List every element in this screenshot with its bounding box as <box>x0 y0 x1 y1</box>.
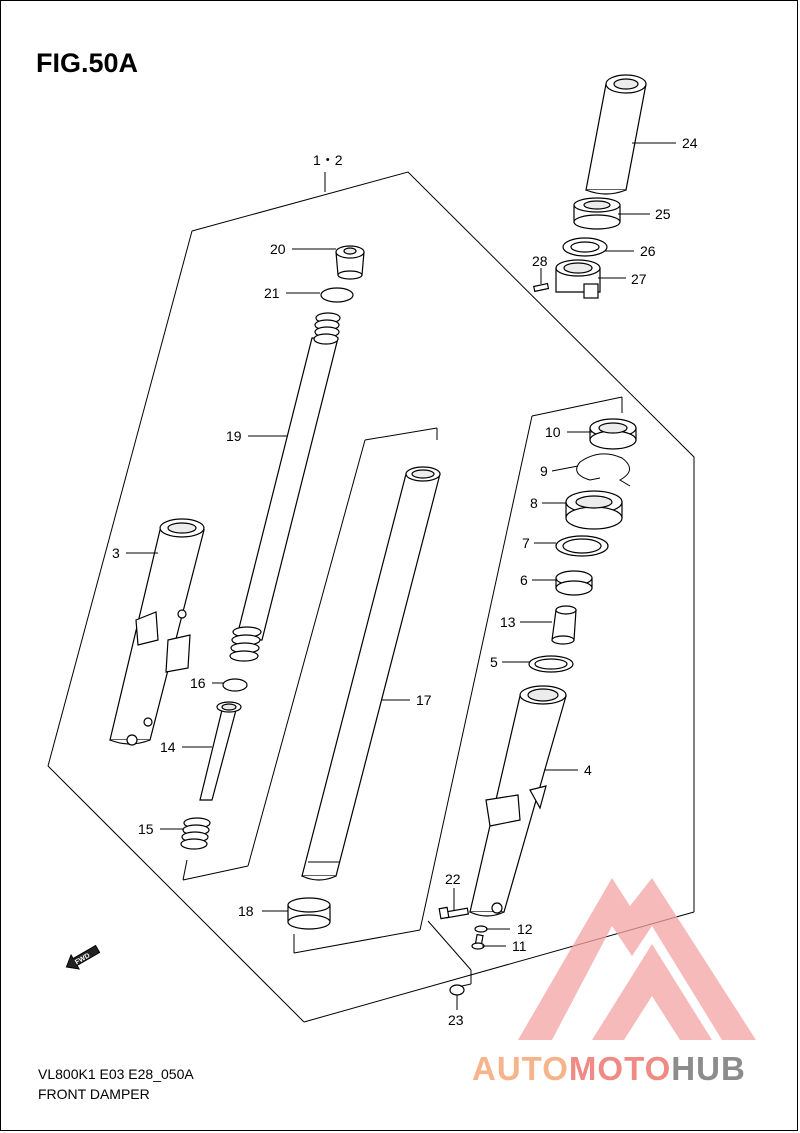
callout-5: 5 <box>490 654 498 670</box>
callout-13: 13 <box>500 614 516 630</box>
watermark-auto: AUTO <box>472 1050 569 1087</box>
part-guide-metal-6 <box>555 570 593 596</box>
callout-20: 20 <box>270 241 286 257</box>
callout-1-2: 1・2 <box>313 152 343 168</box>
part-ring-5 <box>528 655 574 673</box>
part-rod-14 <box>199 701 242 801</box>
callout-10: 10 <box>545 424 561 440</box>
part-oil-seal-8 <box>565 490 623 530</box>
part-damper-19 <box>229 312 341 662</box>
callout-23: 23 <box>448 1012 464 1028</box>
watermark-hub: HUB <box>671 1050 746 1087</box>
part-cover-holder <box>573 197 621 230</box>
part-left-slider-3 <box>109 518 205 746</box>
callout-12: 12 <box>517 921 533 937</box>
part-washer-26 <box>562 237 608 257</box>
part-o-ring-21 <box>320 287 354 303</box>
part-bolt-22 <box>438 906 470 920</box>
callout-6: 6 <box>520 572 528 588</box>
callout-19: 19 <box>226 428 242 444</box>
part-ring-16 <box>222 678 248 692</box>
callout-9: 9 <box>540 463 548 479</box>
part-inner-tube-17 <box>301 466 441 881</box>
part-dust-seal-10 <box>589 418 637 450</box>
figure-title: FIG.50A <box>36 48 139 78</box>
callout-25: 25 <box>655 206 671 222</box>
part-stopper-ring-9 <box>576 453 631 487</box>
part-clamp-27 <box>533 259 601 299</box>
callout-22: 22 <box>445 871 461 887</box>
callout-21: 21 <box>264 285 280 301</box>
watermark-text: AUTOMOTOHUB <box>472 1050 746 1088</box>
callout-labels: 1・2 24 25 26 27 28 20 21 19 3 16 14 15 1… <box>112 135 698 1028</box>
callout-7: 7 <box>522 535 530 551</box>
part-seat-13 <box>551 605 577 645</box>
part-bushing-18 <box>287 897 331 930</box>
callout-4: 4 <box>584 762 592 778</box>
spring-top <box>313 312 341 345</box>
part-cap-bolt <box>335 245 365 280</box>
inner-bracket-left <box>182 427 438 881</box>
part-right-outer-tube-4 <box>469 685 567 917</box>
watermark-moto: MOTO <box>568 1050 672 1087</box>
figure-caption: FRONT DAMPER <box>38 1086 150 1102</box>
spring-bottom <box>229 626 262 662</box>
assembly-outline <box>47 171 695 1023</box>
callout-26: 26 <box>640 243 656 259</box>
callout-28: 28 <box>532 253 548 269</box>
callout-18: 18 <box>238 903 254 919</box>
leader-lines <box>126 142 676 1010</box>
part-spring-15 <box>180 817 211 850</box>
callout-16: 16 <box>190 675 206 691</box>
callout-17: 17 <box>416 692 432 708</box>
part-washer-7 <box>555 535 609 557</box>
callout-11: 11 <box>512 938 527 954</box>
callout-14: 14 <box>160 739 176 755</box>
callout-27: 27 <box>631 271 647 287</box>
part-fork-cover <box>585 74 647 195</box>
figure-code: VL800K1 E03 E28_050A <box>38 1066 194 1082</box>
callout-15: 15 <box>138 821 154 837</box>
callout-24: 24 <box>682 135 698 151</box>
callout-8: 8 <box>530 495 538 511</box>
callout-3: 3 <box>112 545 120 561</box>
